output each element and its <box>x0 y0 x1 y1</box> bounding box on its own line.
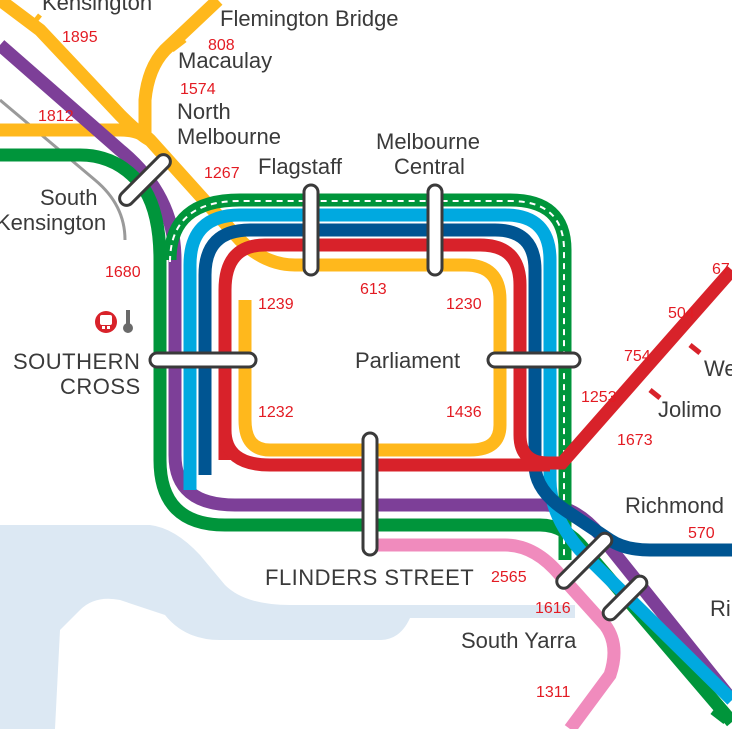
dark-blue-line <box>198 223 732 557</box>
station-melbourne-central-line2[interactable]: Central <box>394 154 465 179</box>
southern-cross-marker[interactable] <box>148 351 258 369</box>
station-flagstaff[interactable]: Flagstaff <box>258 154 343 179</box>
station-south-yarra[interactable]: South Yarra <box>461 628 577 653</box>
station-kensington[interactable]: Kensington <box>42 0 152 15</box>
station-north-melbourne-line2[interactable]: Melbourne <box>177 124 281 149</box>
segment-number: 1239 <box>258 296 294 313</box>
station-flinders-street[interactable]: FLINDERS STREET <box>265 565 474 590</box>
segment-number: 1311 <box>536 684 571 701</box>
station-flemington-bridge[interactable]: Flemington Bridge <box>220 6 399 31</box>
yarra-river <box>0 525 575 729</box>
yellow-line <box>0 0 507 457</box>
station-richmond[interactable]: Richmond <box>625 493 724 518</box>
station-southern-cross-line2[interactable]: CROSS <box>60 374 141 399</box>
interchange-markers <box>117 152 649 622</box>
south-yarra-marker[interactable] <box>600 573 649 622</box>
flinders-street-marker[interactable] <box>361 431 379 557</box>
station-ri[interactable]: Ri <box>710 596 731 621</box>
station-parliament[interactable]: Parliament <box>355 348 460 373</box>
segment-number: 2565 <box>491 569 527 586</box>
station-southern-cross-line1[interactable]: SOUTHERN <box>13 349 140 374</box>
segment-number: 1680 <box>105 264 141 281</box>
segment-number: 504 <box>668 305 695 322</box>
segment-number: 808 <box>208 37 235 54</box>
segment-number: 1812 <box>38 108 74 125</box>
segment-number: 1616 <box>535 600 571 617</box>
coach-stop-icon <box>123 310 133 333</box>
segment-number: 1232 <box>258 404 294 421</box>
green-line <box>0 148 732 727</box>
station-south-kensington-line1[interactable]: South <box>40 185 98 210</box>
segment-number: 1673 <box>617 432 653 449</box>
segment-number: 613 <box>360 281 387 298</box>
parliament-marker[interactable] <box>486 351 582 369</box>
station-macaulay[interactable]: Macaulay <box>178 48 272 73</box>
segment-number: 1574 <box>180 81 216 98</box>
segment-number: 754 <box>624 348 651 365</box>
richmond-marker[interactable] <box>554 530 615 591</box>
flagstaff-marker[interactable] <box>302 183 320 277</box>
grey-line <box>0 98 127 241</box>
red-line <box>218 238 732 470</box>
station-jolimont[interactable]: Jolimo <box>658 397 722 422</box>
segment-number: 1895 <box>62 29 98 46</box>
segment-number: 1267 <box>204 165 240 182</box>
station-south-kensington-line2[interactable]: Kensington <box>0 210 106 235</box>
melbourne-central-marker[interactable] <box>426 183 444 277</box>
station-west-richmond[interactable]: We <box>704 356 732 381</box>
segment-number: 1436 <box>446 404 482 421</box>
bus-icon <box>95 311 117 333</box>
segment-number: 570 <box>688 525 715 542</box>
segment-number: 1230 <box>446 296 482 313</box>
north-melbourne-marker[interactable] <box>117 152 174 209</box>
segment-number: 1253 <box>581 389 617 406</box>
segment-number: 67 <box>712 261 730 278</box>
station-north-melbourne-line1[interactable]: North <box>177 99 231 124</box>
station-melbourne-central-line1[interactable]: Melbourne <box>376 129 480 154</box>
